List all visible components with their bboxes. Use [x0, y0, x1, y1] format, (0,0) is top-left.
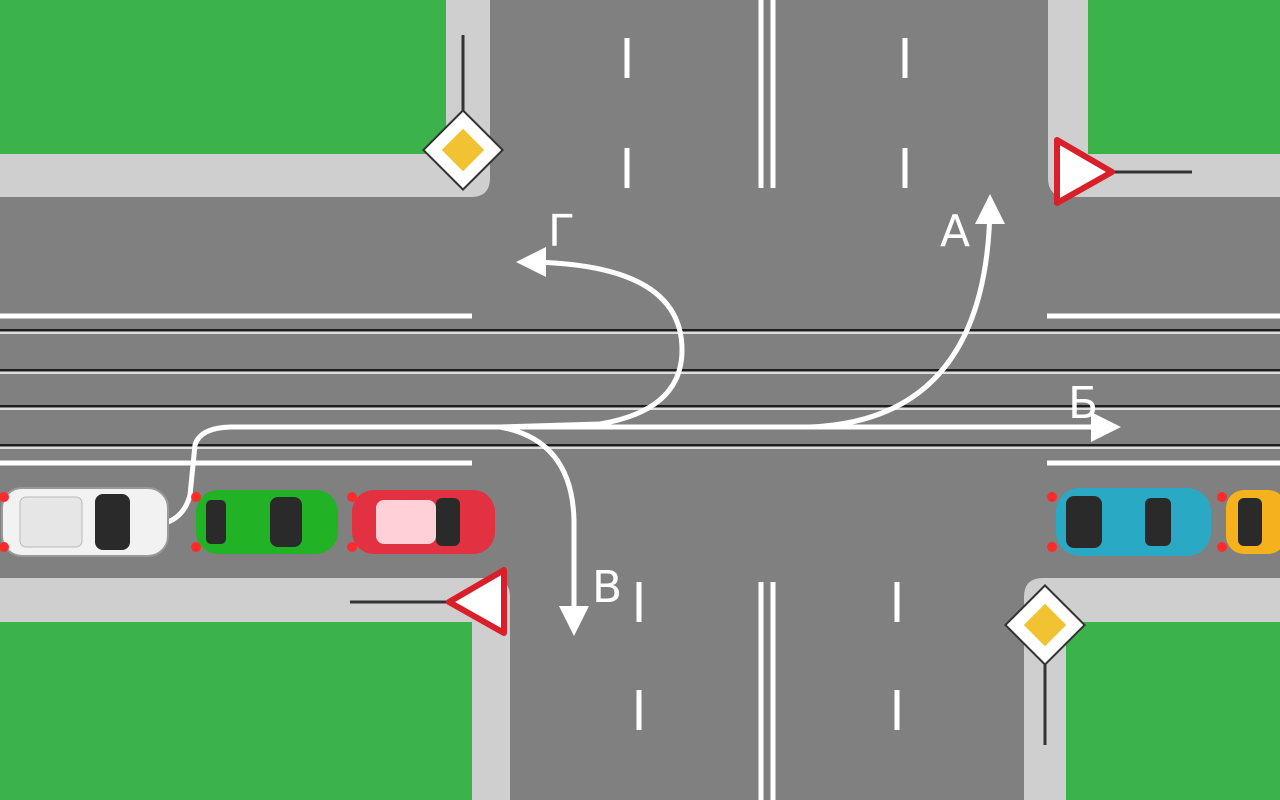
- route-label-a: А: [940, 206, 970, 257]
- white-suv: [0, 487, 169, 557]
- priority-road-sign-icon: [1003, 583, 1087, 745]
- route-arrows: [165, 194, 1121, 636]
- green-car: [191, 490, 338, 554]
- blue-car: [1047, 488, 1211, 556]
- yellow-car: [1217, 490, 1280, 554]
- route-path-g: [497, 247, 685, 430]
- route-label-g: Г: [548, 206, 575, 257]
- priority-road-sign-icon: [421, 35, 505, 192]
- red-car: [347, 490, 495, 554]
- corner-top-left: [0, 0, 490, 197]
- route-path-b: [165, 412, 1121, 525]
- route-path-v: [497, 424, 589, 636]
- corner-bottom-right: [1024, 578, 1280, 800]
- corner-top-right: [1048, 0, 1280, 197]
- yield-sign-icon: [1054, 137, 1192, 206]
- road-markings-vertical: [624, 0, 908, 800]
- corner-bottom-left: [0, 578, 510, 800]
- route-label-v: В: [592, 562, 622, 613]
- tram-rails: [0, 329, 1280, 449]
- yield-sign-icon: [350, 567, 507, 636]
- route-label-b: Б: [1068, 378, 1098, 429]
- road-markings-horizontal: [0, 313, 1280, 466]
- route-path-a: [497, 194, 1005, 430]
